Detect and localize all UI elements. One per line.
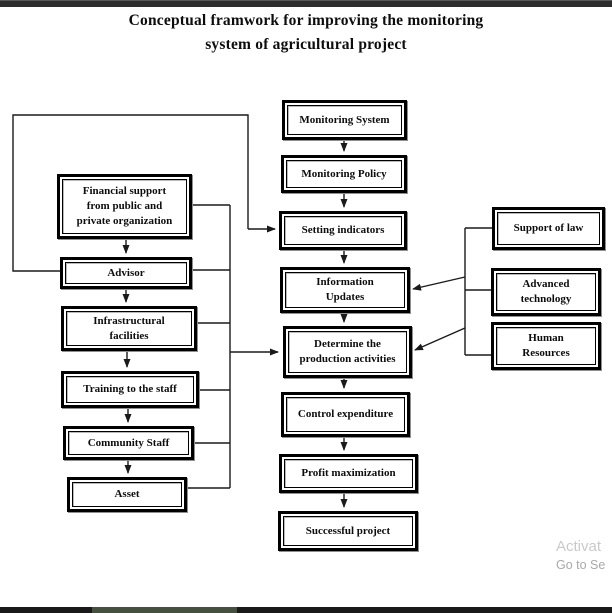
node-label: Advanced technology xyxy=(520,278,572,305)
node-determine-production-activities: Determine the production activities xyxy=(283,326,412,378)
advisor-feedback-loop xyxy=(12,114,276,272)
taskbar-accent-segment xyxy=(92,607,237,613)
node-monitoring-policy: Monitoring Policy xyxy=(281,155,407,193)
node-label: Setting indicators xyxy=(301,224,385,237)
node-setting-indicators: Setting indicators xyxy=(279,211,407,250)
node-label: Financial support from public and privat… xyxy=(76,185,173,227)
node-advisor: Advisor xyxy=(60,257,192,289)
page-title: Conceptual framwork for improving the mo… xyxy=(0,9,612,57)
node-label: Monitoring System xyxy=(299,113,390,126)
node-label: Determine the production activities xyxy=(299,338,396,365)
node-information-updates: Information Updates xyxy=(280,267,410,313)
node-support-of-law: Support of law xyxy=(492,207,605,250)
node-monitoring-system: Monitoring System xyxy=(282,100,407,140)
watermark-activate-text: Activat xyxy=(556,538,602,555)
node-label: Infrastructural facilities xyxy=(93,314,165,342)
node-infrastructural-facilities: Infrastructural facilities xyxy=(61,306,197,351)
node-community-staff: Community Staff xyxy=(63,426,194,460)
left-collector-lines xyxy=(187,204,279,489)
node-training-to-staff: Training to the staff xyxy=(61,371,199,408)
node-label: Advisor xyxy=(107,266,145,279)
node-successful-project: Successful project xyxy=(278,511,418,551)
watermark-goto-text: Go to Se xyxy=(556,558,606,572)
taskbar-sliver[interactable] xyxy=(0,607,612,613)
right-collector-lines xyxy=(412,227,492,356)
node-control-expenditure: Control expenditure xyxy=(281,392,410,437)
node-label: Training to the staff xyxy=(83,383,177,396)
node-label: Community Staff xyxy=(87,436,170,449)
node-advanced-technology: Advanced technology xyxy=(491,268,601,316)
node-label: Support of law xyxy=(513,222,584,235)
left-flow-arrows xyxy=(122,239,132,474)
node-label: Successful project xyxy=(305,524,391,537)
activate-windows-watermark: Activat Go to Se xyxy=(556,537,612,574)
node-financial-support: Financial support from public and privat… xyxy=(57,174,192,239)
window-top-bar xyxy=(0,0,612,7)
node-label: Monitoring Policy xyxy=(301,167,387,180)
node-profit-maximization: Profit maximization xyxy=(279,454,418,493)
node-label: Profit maximization xyxy=(301,467,396,480)
node-label: Asset xyxy=(114,488,140,501)
node-asset: Asset xyxy=(67,477,187,512)
node-label: Information Updates xyxy=(316,276,374,303)
page-title-line1: Conceptual framwork for improving the mo… xyxy=(128,12,484,29)
node-human-resources: Human Resources xyxy=(491,322,601,370)
node-label: Human Resources xyxy=(522,332,570,359)
page-title-line2: system of agricultural project xyxy=(205,36,407,53)
node-label: Control expenditure xyxy=(297,408,394,421)
